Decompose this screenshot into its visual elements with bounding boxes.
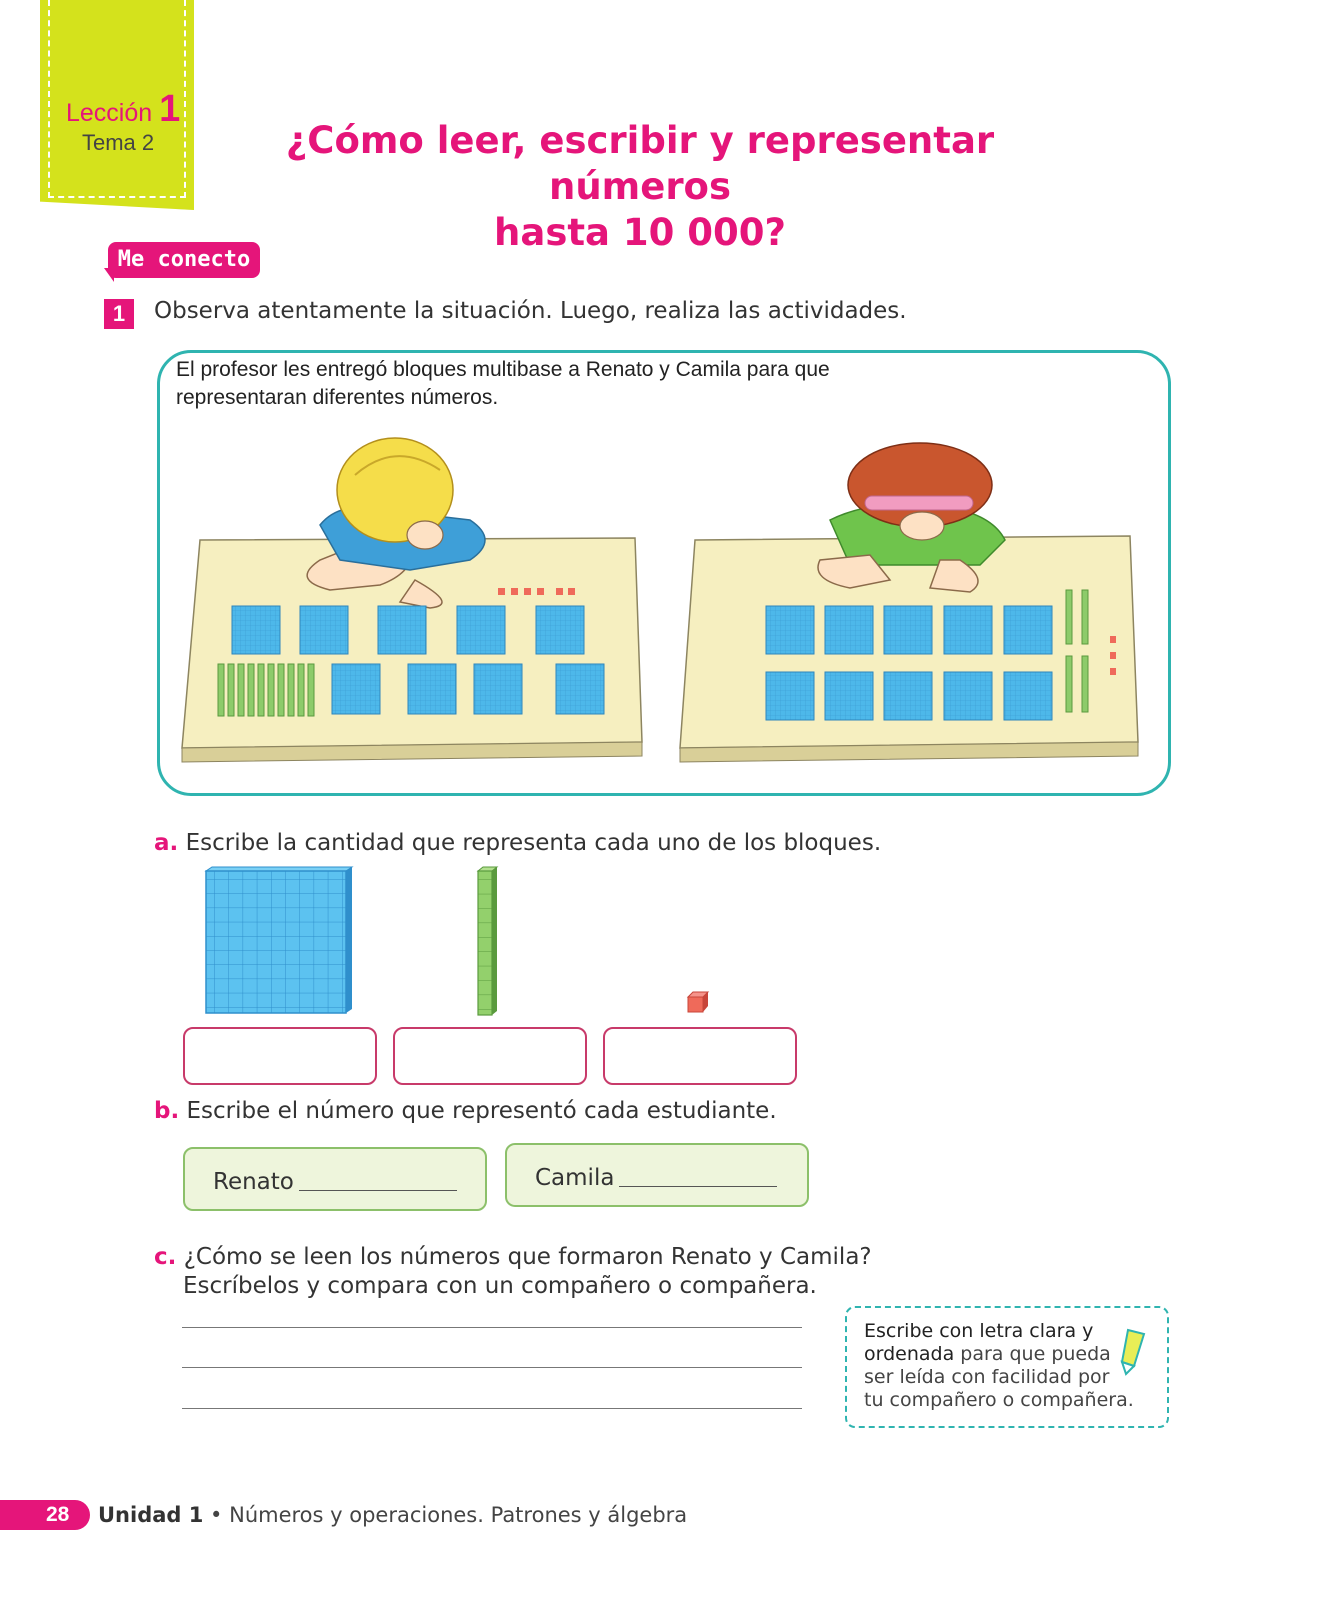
renato-blocks <box>217 588 605 717</box>
lesson-number: 1 <box>159 88 181 130</box>
activity-number: 1 <box>104 299 134 329</box>
tip-text: Escribe con letra clara y ordenada para … <box>864 1320 1134 1412</box>
scene-text: El profesor les entregó bloques multibas… <box>176 358 830 409</box>
footer-text: Unidad 1 • Números y operaciones. Patron… <box>98 1500 687 1530</box>
camila-answer-line <box>619 1186 777 1187</box>
tip-box <box>845 1306 1169 1428</box>
topic-label: Tema 2 <box>82 130 155 155</box>
renato-answer-box[interactable]: Renato <box>183 1147 487 1211</box>
writing-line-3[interactable] <box>182 1408 802 1409</box>
title-line-1: ¿Cómo leer, escribir y representar númer… <box>285 119 995 208</box>
footer-page-bar <box>0 1500 90 1530</box>
camila-blocks <box>765 589 1116 721</box>
question-c-line-1: ¿Cómo se leen los números que formaron R… <box>183 1244 872 1270</box>
question-b-letter: b. <box>154 1098 180 1124</box>
tip-bold-text: Escribe con letra clara y ordenada <box>864 1320 1094 1365</box>
question-a: a. Escribe la cantidad que representa ca… <box>154 830 881 856</box>
question-c: c. ¿Cómo se leen los números que formaro… <box>154 1243 872 1301</box>
unit-cube-icon <box>686 991 710 1013</box>
question-a-text: Escribe la cantidad que representa cada … <box>185 830 882 856</box>
answer-box-units[interactable] <box>603 1027 797 1085</box>
question-c-letter: c. <box>154 1244 177 1270</box>
writing-line-2[interactable] <box>182 1367 802 1368</box>
lesson-label: Lección 1 <box>66 88 180 131</box>
camila-answer-box[interactable]: Camila <box>505 1143 809 1207</box>
lesson-tag <box>40 0 194 210</box>
title-line-2: hasta 10 000? <box>494 211 786 254</box>
answer-box-hundreds[interactable] <box>183 1027 377 1085</box>
scene-illustration <box>181 437 1139 763</box>
camila-label: Camila <box>535 1165 615 1191</box>
activity-instruction: Observa atentamente la situación. Luego,… <box>154 298 907 324</box>
question-a-letter: a. <box>154 830 179 856</box>
pencil-icon <box>1120 1328 1146 1376</box>
writing-line-1[interactable] <box>182 1327 802 1328</box>
footer-unit: Unidad 1 <box>98 1503 204 1527</box>
section-badge: Me conecto <box>108 242 260 278</box>
camila-figure <box>817 442 1006 593</box>
question-b: b. Escribe el número que representó cada… <box>154 1098 777 1124</box>
section-badge-tail <box>104 268 114 282</box>
answer-box-tens[interactable] <box>393 1027 587 1085</box>
page-title: ¿Cómo leer, escribir y representar númer… <box>200 118 1080 256</box>
lesson-word: Lección <box>66 99 153 127</box>
question-c-line-2: Escríbelos y compara con un compañero o … <box>183 1273 817 1299</box>
renato-answer-line <box>299 1190 457 1191</box>
hundred-flat-icon <box>204 866 354 1014</box>
renato-label: Renato <box>213 1169 294 1195</box>
question-b-text: Escribe el número que representó cada es… <box>186 1098 777 1124</box>
ten-rod-icon <box>476 866 499 1016</box>
footer-bullet: • <box>203 1503 230 1527</box>
footer-topic: Números y operaciones. Patrones y álgebr… <box>229 1503 688 1527</box>
renato-figure <box>306 437 486 609</box>
base-ten-blocks <box>204 866 710 1016</box>
tip-rest-text: para que pueda ser leída con facilidad p… <box>864 1343 1134 1411</box>
page-number: 28 <box>46 1503 70 1526</box>
